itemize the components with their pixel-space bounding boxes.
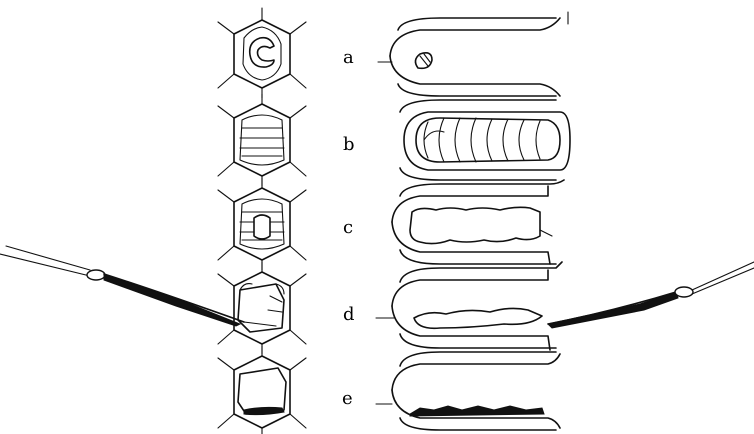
hex-cell-d	[218, 262, 306, 354]
stage-label-d: d	[343, 304, 355, 325]
stage-d: d	[0, 246, 754, 354]
hex-cell-c	[218, 178, 306, 270]
stage-a: a	[218, 8, 568, 98]
side-cell-b	[400, 100, 570, 180]
stage-label-a: a	[343, 47, 354, 68]
probe-right-icon	[548, 262, 754, 328]
side-cell-e	[376, 352, 560, 430]
stage-e: e	[218, 346, 560, 434]
stage-label-c: c	[343, 217, 353, 238]
side-cell-a	[378, 12, 568, 96]
side-cell-d	[376, 262, 562, 350]
hex-cell-e	[218, 346, 306, 434]
side-cell-c	[392, 180, 564, 264]
hex-cell-b	[218, 94, 306, 186]
probe-left-icon	[0, 246, 244, 326]
stage-c: c	[218, 178, 564, 270]
stage-label-e: e	[342, 388, 353, 409]
larva-c-icon	[250, 38, 274, 67]
stage-b: b	[218, 94, 570, 186]
hex-cell-a	[218, 8, 306, 98]
stage-label-b: b	[343, 134, 355, 155]
